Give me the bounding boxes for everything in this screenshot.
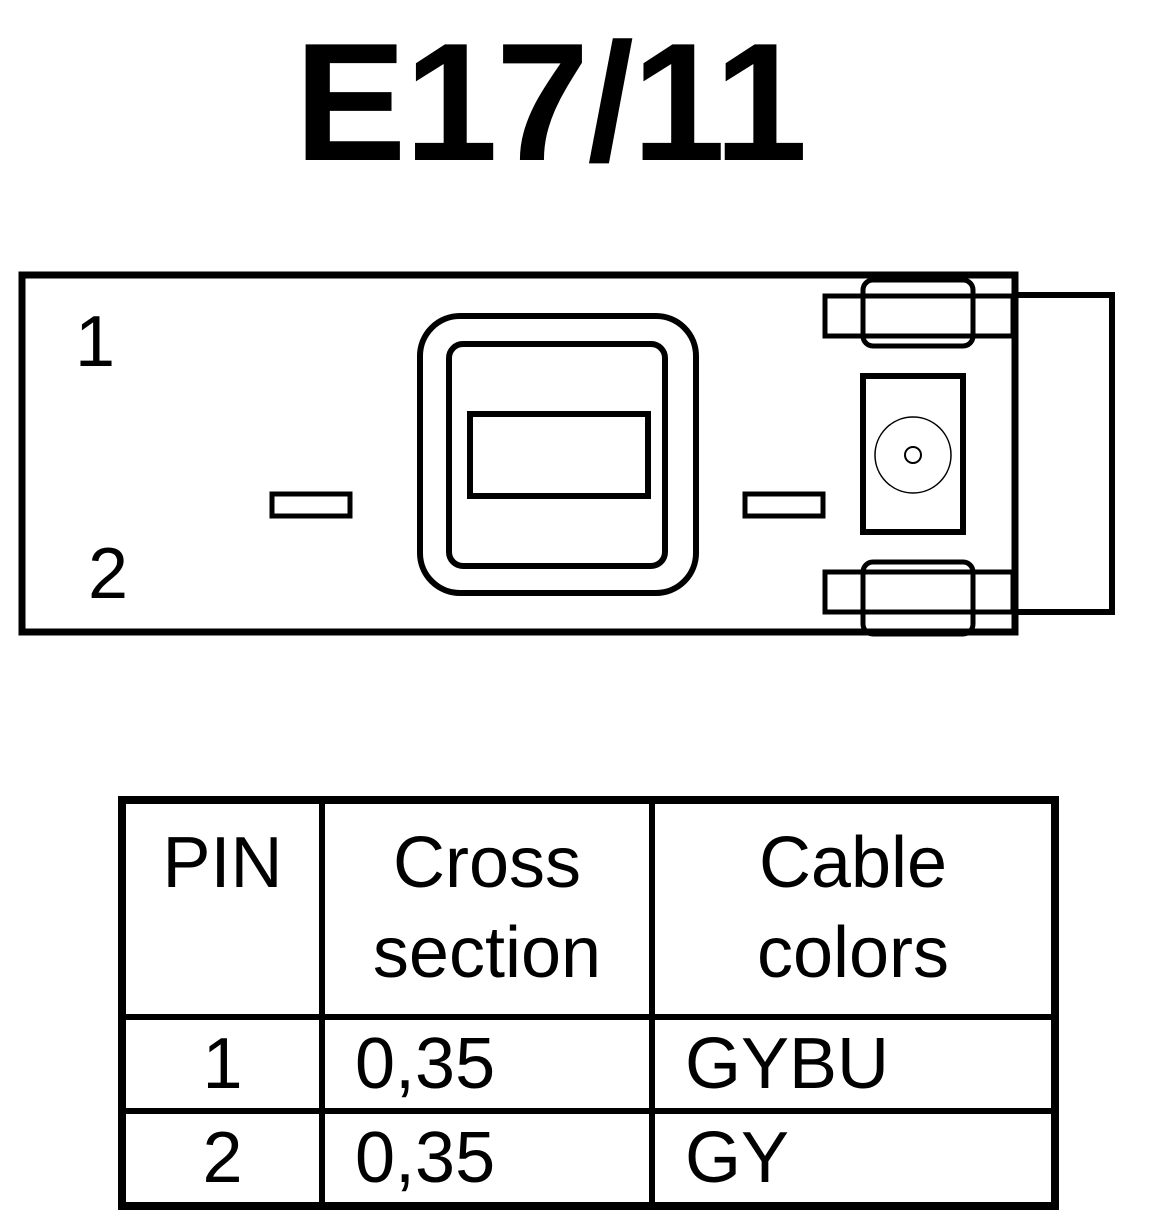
socket-slot — [467, 411, 651, 499]
sensor-ring — [874, 416, 952, 494]
socket-inner-frame — [446, 341, 668, 569]
header-cross-section-line2: section — [372, 913, 602, 993]
table-row: 2 0,35 GY — [119, 1108, 1058, 1209]
pin-table: PIN Cross section Cable colors 1 0,35 GY… — [118, 796, 1059, 1210]
pin-label-1: 1 — [75, 302, 115, 382]
clip-bottom-outer — [822, 569, 1016, 615]
contact-right — [742, 491, 826, 519]
connector-title: E17/11 — [294, 8, 807, 196]
cell-cable-color: GYBU — [649, 1014, 1058, 1114]
contact-left — [269, 491, 353, 519]
header-cross-section: Cross section — [319, 797, 655, 1020]
cell-cross-section: 0,35 — [319, 1014, 655, 1114]
connector-housing — [18, 271, 1019, 636]
sensor-center — [904, 446, 922, 464]
header-cross-section-line1: Cross — [392, 823, 581, 903]
pin-label-2: 2 — [88, 534, 128, 614]
clip-top-inner — [860, 277, 976, 349]
table-header-row: PIN Cross section Cable colors — [119, 797, 1058, 1020]
cell-cable-color: GY — [649, 1108, 1058, 1209]
cell-pin: 1 — [119, 1014, 325, 1114]
header-pin: PIN — [119, 797, 325, 1020]
socket-outer-frame — [417, 313, 699, 596]
connector-diagram: 1 2 — [18, 271, 1115, 637]
header-cable-colors-line2: colors — [756, 913, 950, 993]
header-cable-colors-line1: Cable — [758, 823, 948, 903]
clip-bottom-inner — [860, 559, 976, 637]
header-cable-colors: Cable colors — [649, 797, 1058, 1020]
latch-bracket — [1015, 292, 1115, 615]
sensor-housing — [860, 373, 966, 535]
table-row: 1 0,35 GYBU — [119, 1014, 1058, 1114]
cell-cross-section: 0,35 — [319, 1108, 655, 1209]
cell-pin: 2 — [119, 1108, 325, 1209]
clip-top-outer — [822, 293, 1016, 339]
header-pin-line1: PIN — [162, 823, 283, 903]
